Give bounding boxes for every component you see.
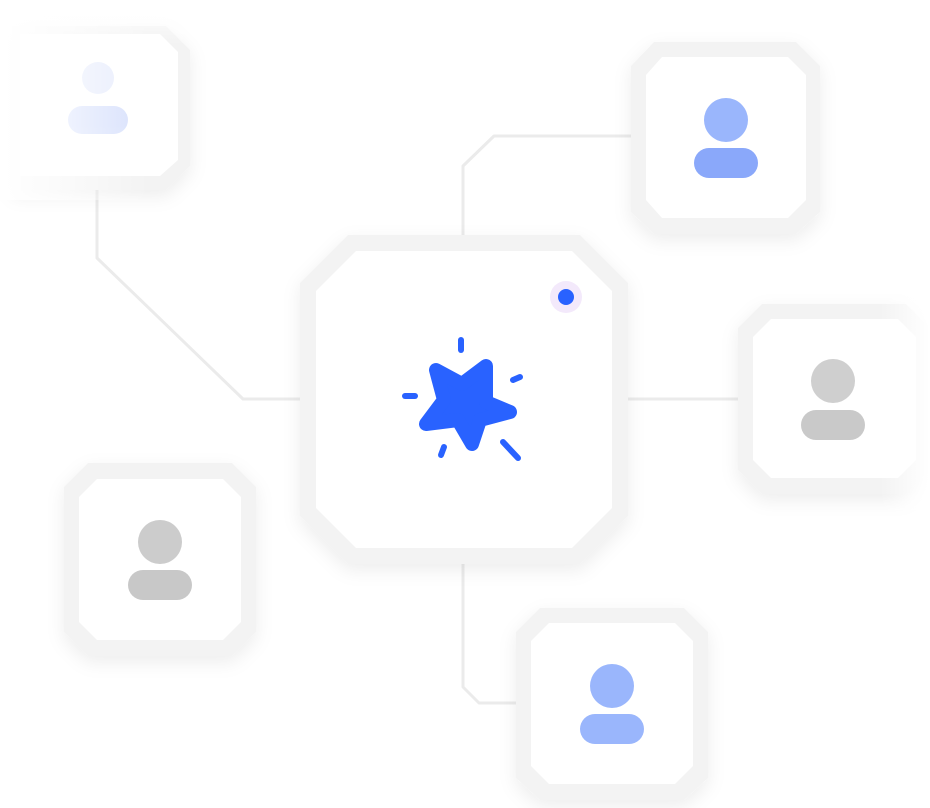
fade-overlay-top [0,0,200,90]
status-badge [550,281,582,313]
sparkle-star-icon [402,337,523,461]
fade-overlay-right [880,290,930,510]
connector-hub-top-right [461,134,634,238]
user-icon [694,98,758,178]
user-icon [801,359,865,440]
user-icon [580,664,644,744]
user-icon [128,520,192,600]
connector-hub-top-left [95,188,302,401]
connector-hub-bottom [461,562,522,705]
connectors [95,134,744,705]
